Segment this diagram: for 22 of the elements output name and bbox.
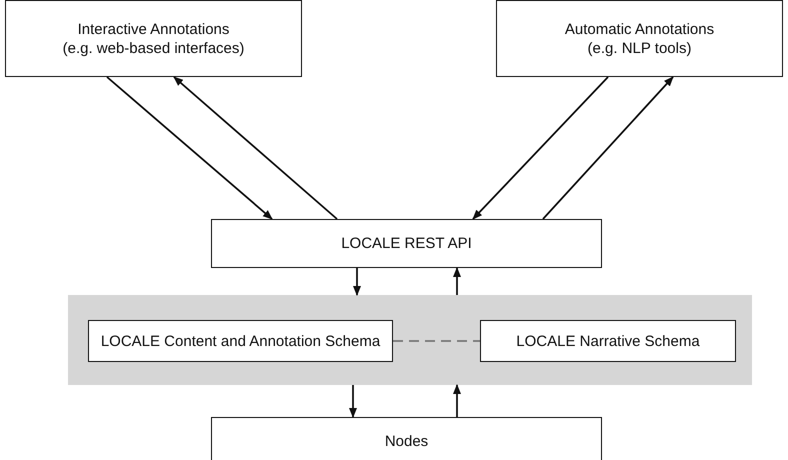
arrow bbox=[453, 384, 461, 417]
group-band bbox=[68, 295, 752, 385]
arrow bbox=[542, 76, 674, 220]
box-label: Automatic Annotations (e.g. NLP tools) bbox=[564, 20, 716, 58]
arrow bbox=[106, 76, 273, 220]
connector-line bbox=[393, 340, 480, 342]
arrow bbox=[353, 268, 361, 296]
process-box bbox=[496, 0, 783, 77]
process-box bbox=[211, 417, 602, 460]
process-box bbox=[480, 320, 736, 362]
box-label: Nodes bbox=[384, 432, 430, 450]
process-box bbox=[88, 320, 393, 362]
box-label: LOCALE REST API bbox=[340, 234, 473, 253]
arrow bbox=[453, 267, 461, 295]
arrow bbox=[173, 76, 338, 220]
arrow bbox=[349, 385, 357, 418]
box-label: LOCALE Narrative Schema bbox=[515, 332, 701, 350]
process-box bbox=[5, 0, 302, 77]
arrow bbox=[472, 76, 609, 220]
box-label: LOCALE Content and Annotation Schema bbox=[100, 332, 382, 350]
process-box bbox=[211, 219, 602, 268]
box-label: Interactive Annotations (e.g. web-based interfaces) bbox=[62, 20, 246, 58]
